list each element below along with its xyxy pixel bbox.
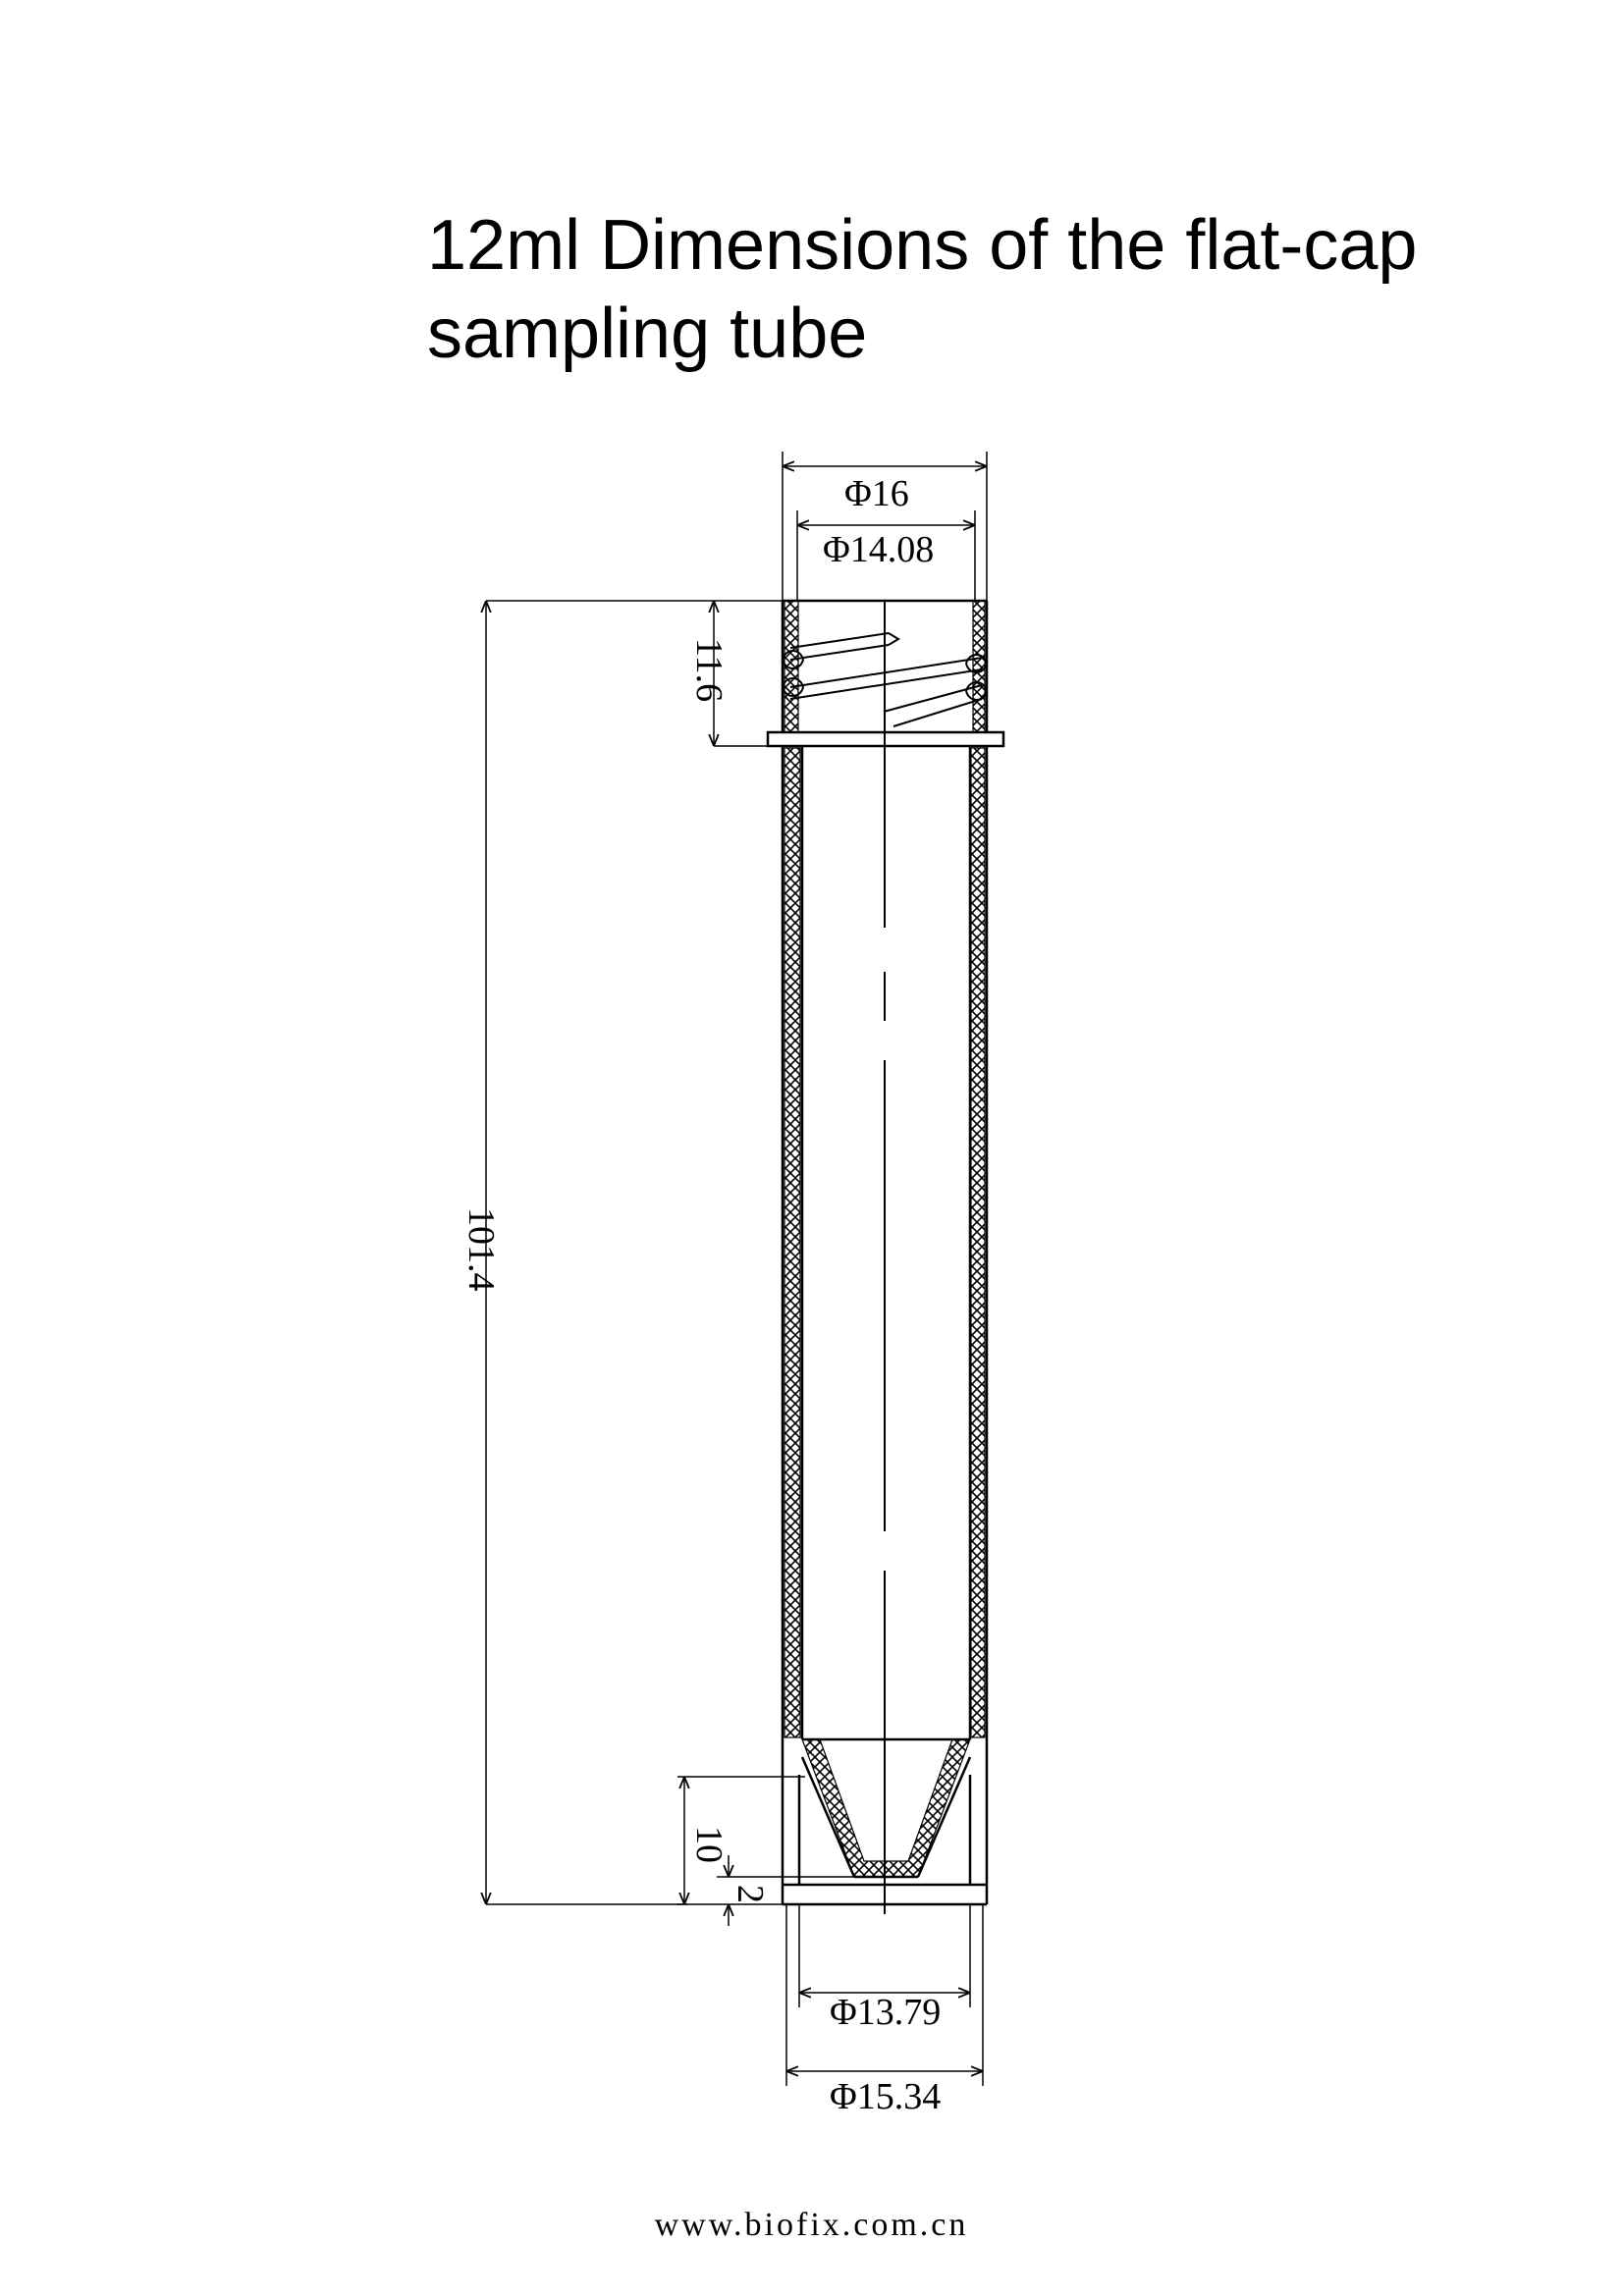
dim-cone-height: 10 — [688, 1826, 730, 1863]
wall-hatching — [784, 600, 986, 1878]
dim-inner-top-diameter: Φ14.08 — [823, 529, 934, 570]
thread-lines — [782, 632, 989, 727]
title-line-1: 12ml Dimensions of the flat-cap — [427, 206, 1418, 285]
page-title: 12ml Dimensions of the flat-cap sampling… — [427, 201, 1586, 378]
dimension-lines — [486, 452, 988, 2086]
dim-outer-top-diameter: Φ16 — [844, 473, 909, 514]
dim-skirt-inner-diameter: Φ13.79 — [830, 1992, 941, 2033]
dimension-labels: Φ16 Φ14.08 101.4 11.6 10 2 Φ13.79 Φ15.34 — [460, 473, 941, 2117]
dim-bottom-offset: 2 — [730, 1885, 771, 1903]
dim-skirt-outer-diameter: Φ15.34 — [830, 2076, 941, 2117]
dim-thread-height: 11.6 — [688, 638, 730, 702]
website-footer: www.biofix.com.cn — [654, 2207, 969, 2243]
dim-total-height: 101.4 — [460, 1207, 502, 1292]
title-line-2: sampling tube — [427, 294, 868, 373]
